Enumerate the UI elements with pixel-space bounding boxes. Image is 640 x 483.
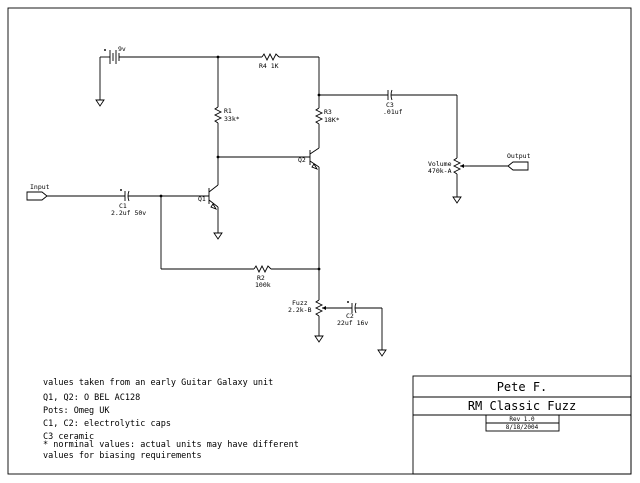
ground-symbol — [452, 196, 462, 204]
r3-name: R3 — [324, 108, 332, 116]
sheet-border — [7, 7, 632, 475]
r2-name: R2 — [257, 274, 265, 282]
note-line: C3 ceramic — [43, 432, 94, 442]
battery-label: 9v — [118, 45, 126, 53]
author-name: Pete F. — [497, 380, 548, 394]
ground-symbol — [314, 335, 324, 343]
drawing-title: RM Classic Fuzz — [468, 399, 576, 413]
q2-label: Q2 — [298, 156, 306, 164]
c3-name: C3 — [386, 101, 394, 109]
c1-value: 2.2uf 50v — [111, 209, 146, 217]
q1-label: Q1 — [198, 195, 206, 203]
note-line: values taken from an early Guitar Galaxy… — [43, 378, 273, 388]
r3-value: 18K* — [324, 116, 340, 124]
resistor-r4 — [261, 52, 280, 62]
c3-value: .01uf — [383, 108, 403, 116]
fuzz-name: Fuzz — [292, 299, 308, 307]
volume-pot — [452, 157, 462, 175]
fuzz-pot — [314, 299, 324, 317]
volume-value: 470k-A — [428, 167, 452, 175]
resistor-r3 — [314, 107, 324, 125]
r4-label: R4 1K — [259, 62, 279, 70]
battery-9v — [99, 49, 218, 100]
notes-block: values taken from an early Guitar Galaxy… — [43, 378, 299, 461]
r1-value: 33k* — [224, 115, 240, 123]
title-block: Pete F. RM Classic Fuzz Rev 1.0 8/18/200… — [412, 375, 632, 475]
fuzz-value: 2.2k-B — [288, 306, 312, 314]
note-line: Q1, Q2: O BEL AC128 — [43, 393, 140, 403]
note-line: values for biasing requirements — [43, 451, 202, 461]
resistor-r1 — [213, 106, 223, 124]
input-label: Input — [30, 183, 50, 191]
transistor-q1 — [208, 184, 219, 210]
resistor-r2 — [253, 264, 272, 274]
output-label: Output — [507, 152, 531, 160]
note-line: Pots: Omeg UK — [43, 406, 110, 416]
ground-symbol — [213, 232, 223, 240]
ground-symbol — [377, 349, 387, 357]
ground-symbol — [95, 99, 105, 107]
r2-value: 100k — [255, 281, 271, 289]
r1-name: R1 — [224, 107, 232, 115]
c1-name: C1 — [119, 202, 127, 210]
note-line: * norminal values: actual units may have… — [43, 440, 299, 450]
input-connector — [26, 191, 48, 201]
c2-name: C2 — [346, 312, 354, 320]
volume-name: Volume — [428, 160, 452, 168]
c2-value: 22uf 16v — [337, 319, 368, 327]
transistor-q2 — [309, 147, 320, 170]
revision: Rev 1.0 — [509, 416, 535, 423]
output-connector — [507, 161, 529, 171]
drawing-date: 8/18/2004 — [506, 424, 539, 431]
note-line: C1, C2: electrolytic caps — [43, 419, 171, 429]
